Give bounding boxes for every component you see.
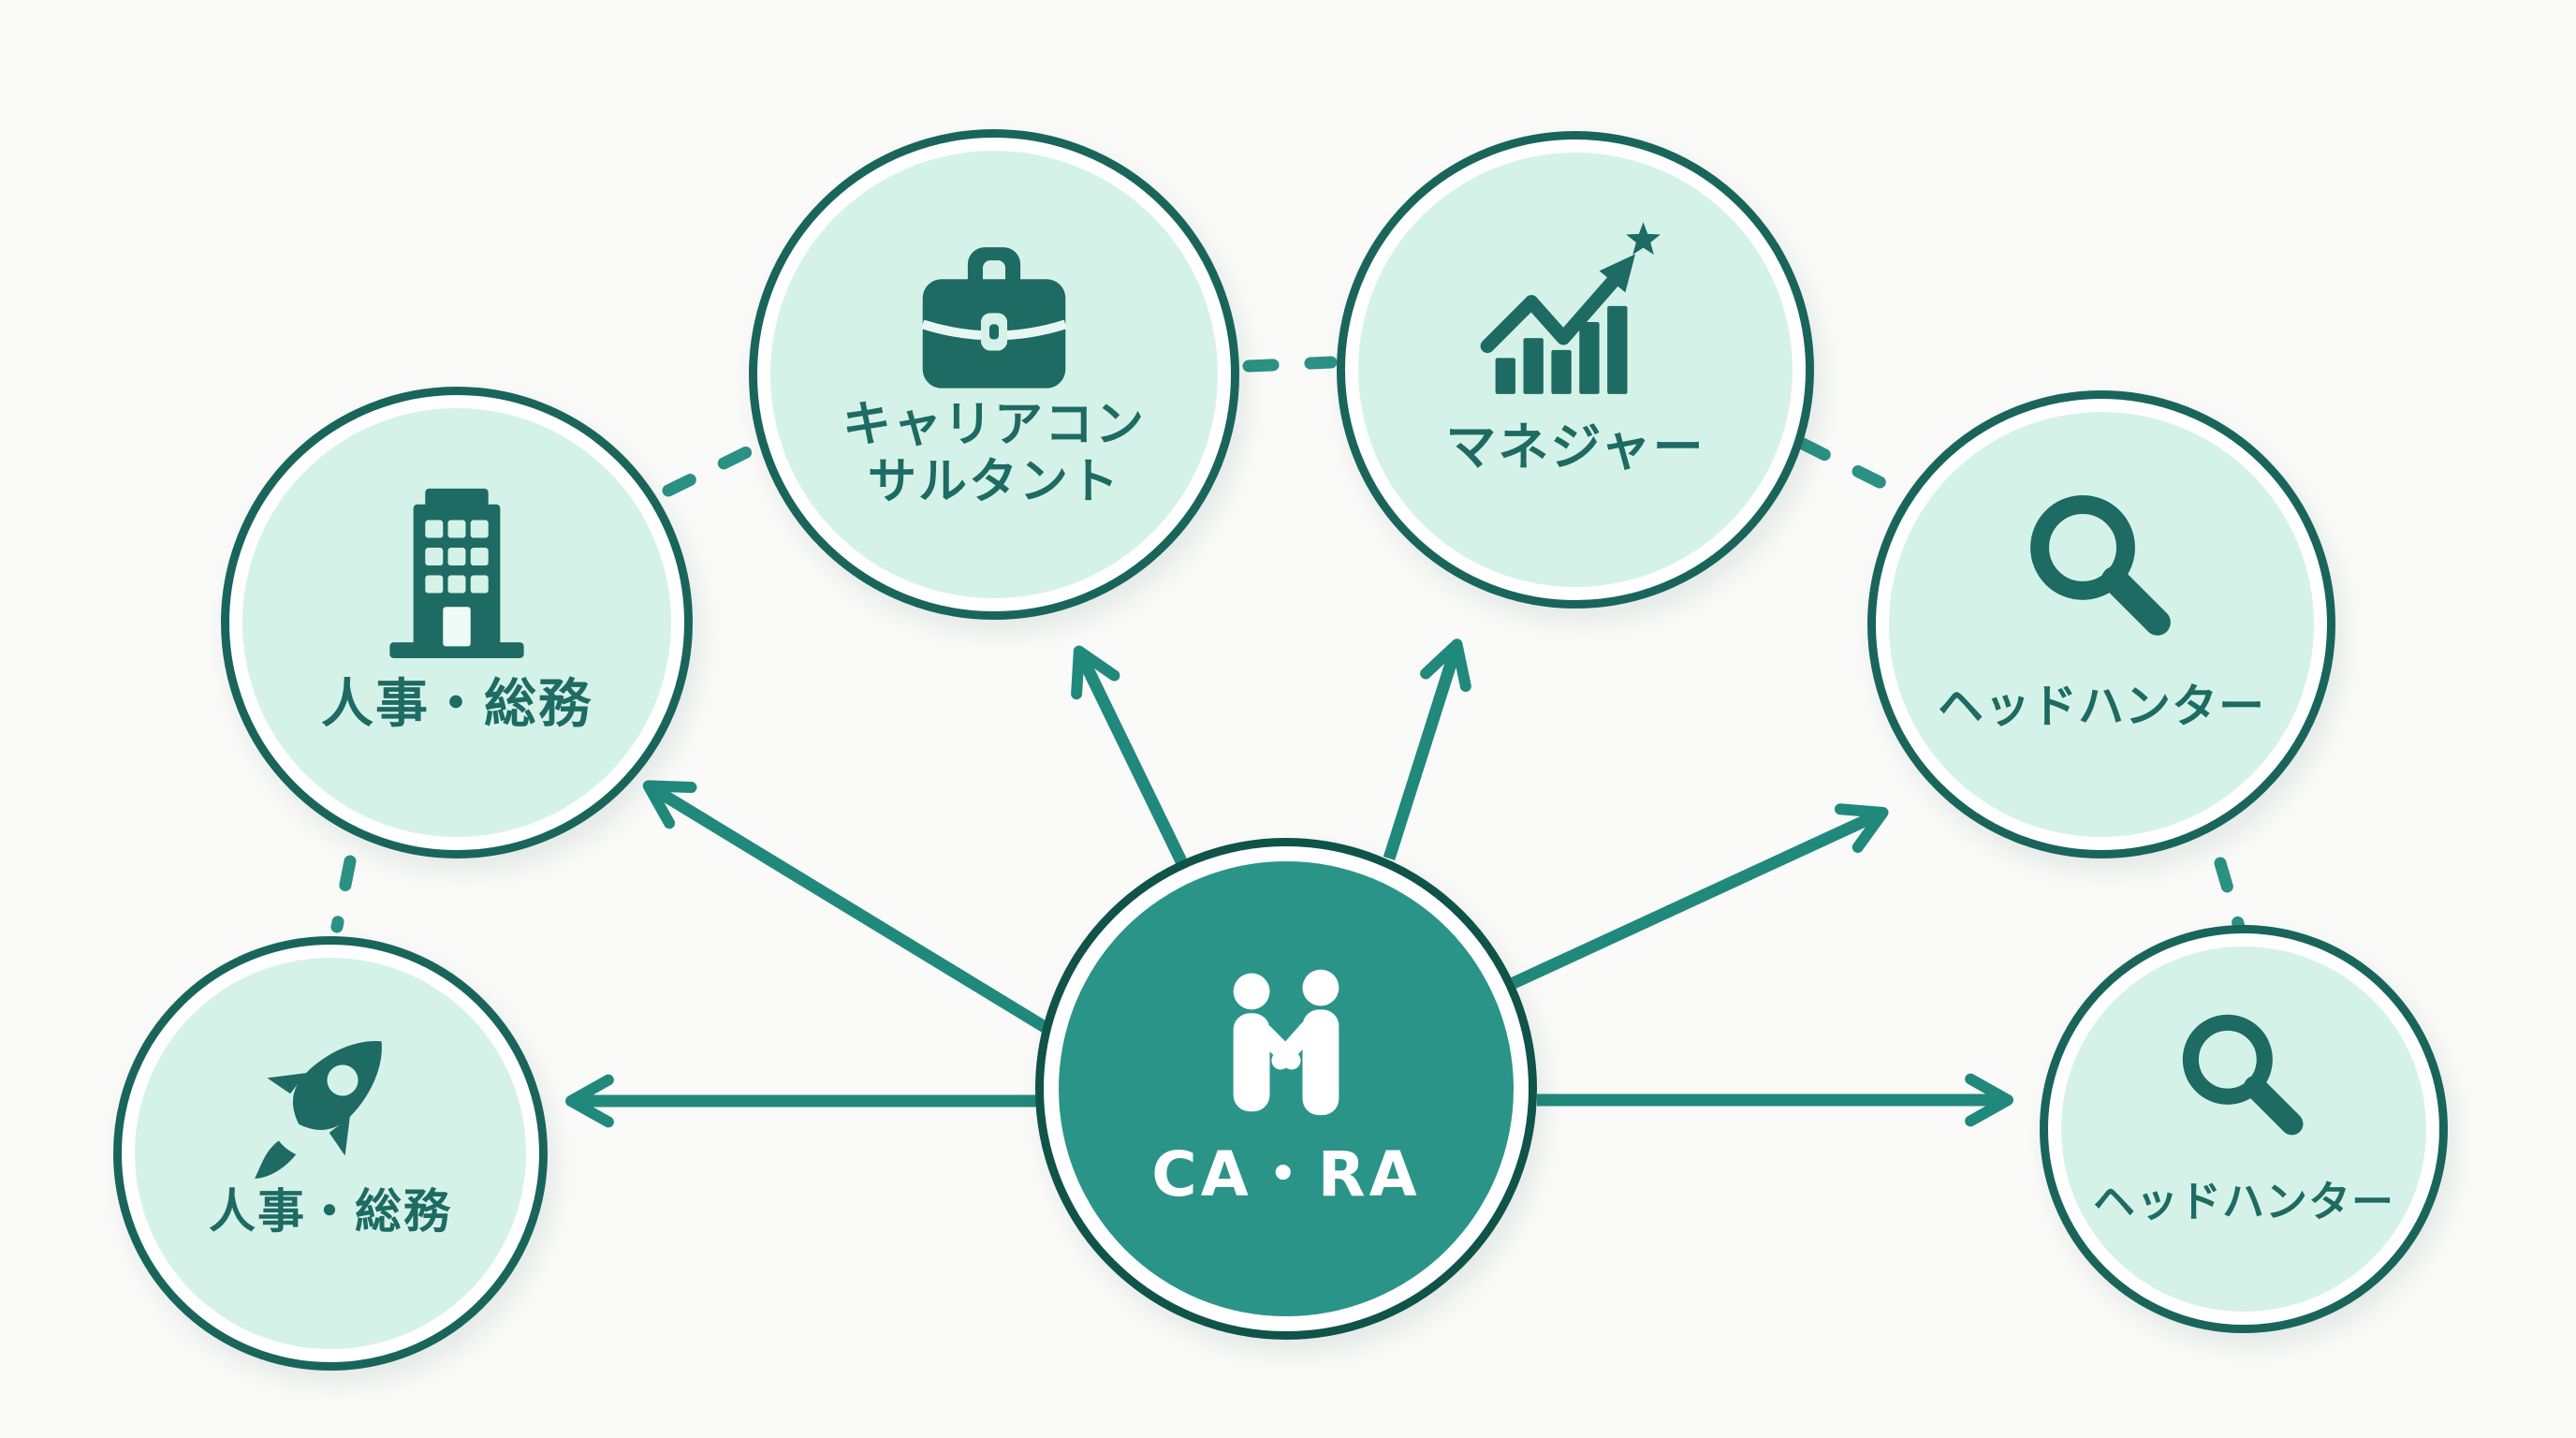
node-headhunter-lower: ヘッドハンター: [2040, 925, 2448, 1333]
node-label: キャリアコン サルタント: [770, 397, 1218, 512]
node-label: 人事・総務: [209, 1184, 452, 1240]
node-circle-fill: キャリアコン サルタント: [770, 151, 1218, 598]
node-circle-fill: 人事・総務: [135, 958, 526, 1349]
node-label-line1: キャリアコン: [842, 396, 1146, 453]
arrow-center-to-consultant: [1071, 645, 1187, 864]
arrow-center-to-headhunter-top: [1511, 803, 1889, 989]
dashed-link-manager-headhunter-top: [1796, 437, 1907, 499]
node-headhunter-upper: ヘッドハンター: [1867, 390, 2335, 858]
handshake-icon: [1233, 969, 1339, 1116]
arrow-center-to-hr-top: [642, 780, 1048, 1033]
dashed-link-hr-top-consultant: [662, 433, 778, 497]
magnifying-glass-icon: [2182, 1014, 2304, 1135]
node-label: マネジャー: [1445, 418, 1705, 477]
node-circle-fill: 人事・総務: [242, 408, 671, 837]
node-label: ヘッドハンター: [2092, 1176, 2394, 1226]
node-hr-general-affairs-bottom: 人事・総務: [113, 936, 548, 1371]
node-hr-general-affairs-top: 人事・総務: [221, 387, 693, 858]
briefcase-icon: [921, 247, 1067, 389]
node-circle-fill: ヘッドハンター: [2061, 946, 2426, 1312]
dashed-link-headhunter-top-bottom: [2214, 857, 2246, 933]
node-career-consultant: キャリアコン サルタント: [749, 129, 1239, 620]
dashed-link-consultant-manager: [1242, 356, 1338, 373]
node-manager: マネジャー: [1337, 131, 1814, 609]
building-icon: [389, 488, 524, 658]
node-label-line2: サルタント: [867, 454, 1120, 511]
dashed-link-hr-top-bottom: [330, 855, 357, 933]
center-node-label: CA・RA: [1151, 1138, 1421, 1211]
node-circle-fill: マネジャー: [1358, 153, 1793, 587]
node-circle-fill: CA・RA: [1059, 861, 1514, 1316]
rocket-icon: [255, 1040, 382, 1179]
node-label: ヘッドハンター: [1937, 680, 2265, 734]
node-label: 人事・総務: [321, 673, 593, 735]
arrow-center-to-manager: [1383, 638, 1471, 860]
growth-chart-icon: [1480, 221, 1661, 394]
magnifying-glass-icon: [2030, 494, 2171, 636]
node-ca-ra-center: CA・RA: [1035, 838, 1537, 1340]
node-circle-fill: ヘッドハンター: [1889, 412, 2314, 837]
